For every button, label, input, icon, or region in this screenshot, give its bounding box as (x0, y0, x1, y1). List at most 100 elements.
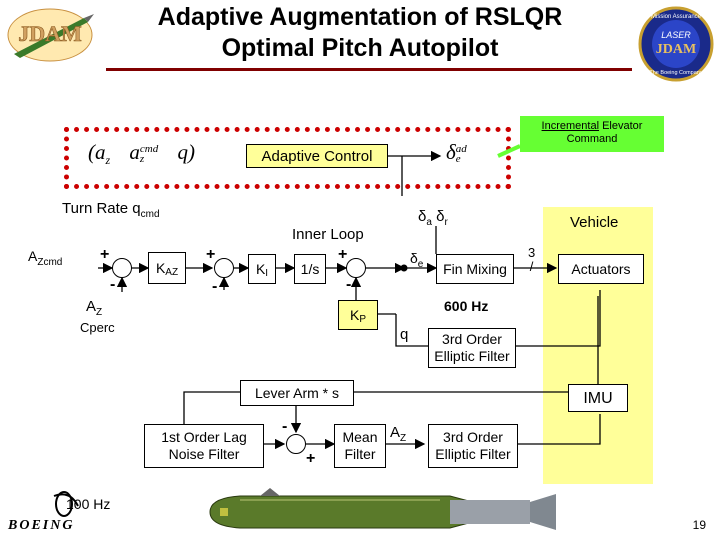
output-delta-sub: e (455, 153, 461, 166)
mean-filter-block[interactable]: Mean Filter (334, 424, 386, 468)
three-count: 3 (528, 245, 536, 260)
badge-top-text: Mission Assurance (651, 14, 702, 20)
svg-text:JDAM: JDAM (18, 21, 82, 46)
fin-mixing-block[interactable]: Fin Mixing (436, 254, 514, 284)
jdam-logo: JDAM (4, 4, 96, 66)
callout-emphasis: Incremental (541, 120, 600, 132)
vehicle-label: Vehicle (570, 214, 619, 231)
page-number: 19 (692, 518, 706, 532)
actuators-block[interactable]: Actuators (558, 254, 644, 284)
fin-mixing-label: Fin Mixing (443, 260, 507, 277)
turn-rate-text: Turn Rate q (62, 200, 141, 217)
sum-junction-4 (286, 434, 306, 454)
elliptic-filter-q-block[interactable]: 3rd Order Elliptic Filter (428, 328, 516, 368)
az-symbol: A (86, 298, 97, 315)
kaz-sub: AZ (165, 266, 179, 278)
turn-rate-sub: cmd (140, 209, 160, 220)
delta-r-symbol: δ (436, 208, 445, 225)
sum2-minus: - (212, 278, 218, 295)
input-azcmd-symbol: a (129, 140, 140, 164)
sum3-plus: + (338, 246, 348, 263)
three-slash: / (529, 259, 534, 274)
lag-noise-filter-block[interactable]: 1st Order Lag Noise Filter (144, 424, 264, 468)
slide-title: Adaptive Augmentation of RSLQR Optimal P… (100, 2, 620, 64)
jdam-logo-graphic: JDAM (7, 8, 94, 62)
adaptive-control-label: Adaptive Control (261, 147, 373, 165)
q-label: q (400, 326, 409, 343)
sum4-minus: - (282, 418, 288, 435)
azcmd-label: AZcmd (28, 248, 62, 268)
output-delta-symbol: δ (446, 140, 456, 164)
elliptic-filter-az-block[interactable]: 3rd Order Elliptic Filter (428, 424, 518, 468)
sum-junction-3 (346, 258, 366, 278)
delta-a-symbol: δ (418, 208, 427, 225)
sum-junction-1 (112, 258, 132, 278)
ki-label: K (255, 260, 266, 277)
delta-e-sub: e (417, 258, 424, 270)
sum4-plus: + (306, 450, 316, 467)
delta-a-delta-r-label: δa δr (418, 208, 448, 228)
lever-arm-block[interactable]: Lever Arm * s (240, 380, 354, 406)
imu-label: IMU (583, 389, 613, 407)
integrator-block[interactable]: 1/s (294, 254, 326, 284)
mean-az-label: AZ (390, 424, 406, 444)
title-underline (106, 68, 632, 71)
three-actuator-count: 3 / (528, 246, 535, 274)
jdam-bomb-image (209, 488, 556, 530)
turn-rate-label: Turn Rate qcmd (62, 200, 160, 220)
output-delta-sup: ad (455, 143, 467, 156)
sum-junction-2 (214, 258, 234, 278)
laser-jdam-badge: LASER JDAM Mission Assurance The Boeing … (634, 6, 718, 82)
sum3-minus: - (346, 276, 352, 293)
input-azcmd-sub: z (139, 153, 145, 166)
actuators-label: Actuators (571, 260, 631, 277)
ki-sub: I (265, 267, 269, 279)
elliptic-filter-az-label: 3rd Order Elliptic Filter (435, 429, 511, 462)
mean-az-symbol: A (390, 424, 401, 441)
adaptive-control-block[interactable]: Adaptive Control (246, 144, 388, 168)
boeing-logo (8, 490, 108, 536)
az-feedback-label: AZ (86, 298, 102, 318)
az-sub: Z (96, 307, 103, 318)
input-az-sub: z (105, 153, 111, 168)
delta-r-sub: r (444, 217, 448, 228)
az-cperc-label: Cperc (80, 320, 115, 335)
lag-noise-filter-label: 1st Order Lag Noise Filter (161, 429, 247, 462)
boeing-logo-graphic (53, 491, 79, 517)
input-az-symbol: (a (88, 140, 106, 164)
sum1-minus: - (110, 276, 116, 293)
600hz-label: 600 Hz (444, 298, 489, 314)
azcmd-symbol: A (28, 248, 38, 264)
laser-jdam-badge-graphic: LASER JDAM Mission Assurance The Boeing … (638, 6, 714, 82)
callout-text: Elevator Command (566, 120, 643, 145)
delta-e-symbol: δ (410, 250, 418, 266)
badge-bottom-text: The Boeing Company (649, 70, 702, 76)
azcmd-sub: Zcmd (37, 256, 63, 268)
title-line-2: Optimal Pitch Autopilot (221, 34, 499, 62)
boeing-wordmark: BOEING (8, 518, 75, 533)
delta-e-label: δe (410, 250, 423, 270)
delta-a-sub: a (426, 217, 432, 228)
lever-arm-label: Lever Arm * s (254, 384, 340, 401)
kp-sub: P (359, 313, 366, 325)
adaptive-region-border (64, 127, 511, 189)
kp-label: K (349, 306, 360, 323)
input-q-symbol: q) (177, 140, 196, 164)
badge-laser-text: LASER (661, 30, 691, 40)
integrator-label: 1/s (300, 260, 320, 277)
kaz-label: K (155, 259, 166, 276)
incremental-command-callout: Incremental Elevator Command (520, 116, 664, 152)
mean-filter-label: Mean Filter (342, 429, 378, 462)
imu-block[interactable]: IMU (568, 384, 628, 412)
badge-jdam-text: JDAM (656, 42, 696, 57)
mean-az-sub: Z (400, 433, 407, 444)
inner-loop-label: Inner Loop (292, 226, 364, 243)
sum2-plus: + (206, 246, 216, 263)
title-line-1: Adaptive Augmentation of RSLQR (157, 3, 563, 31)
